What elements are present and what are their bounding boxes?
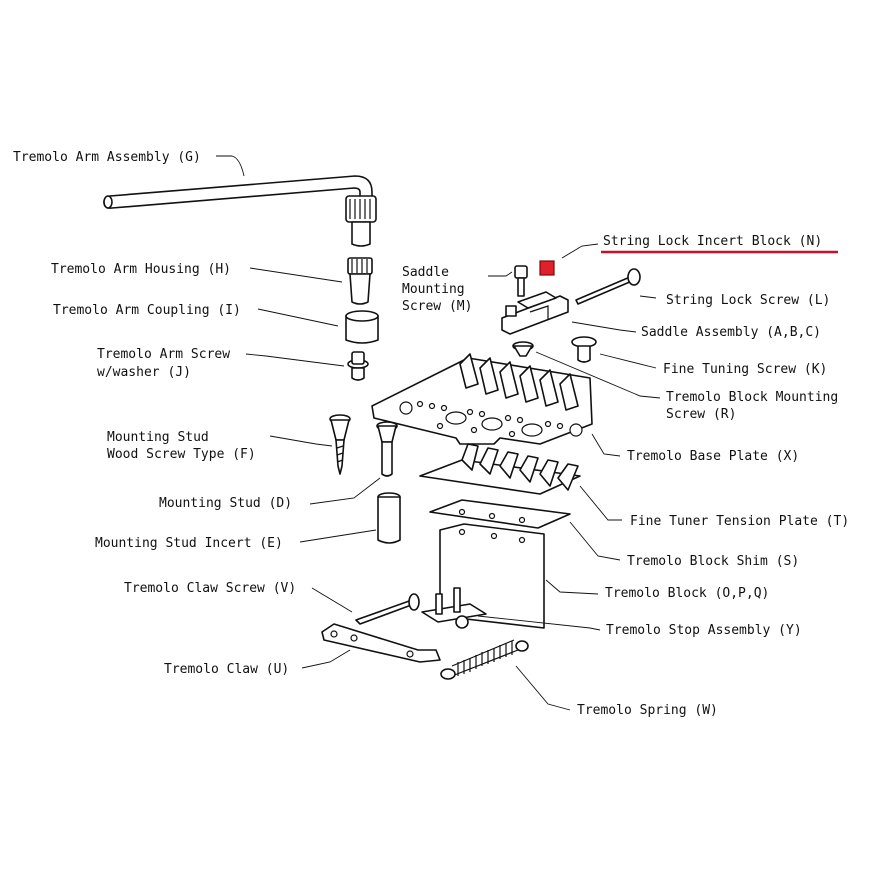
label-tremolo-block-mounting-screw-line2: Screw (R) [666, 407, 736, 422]
label-string-lock-incert-block: String Lock Incert Block (N) [603, 234, 822, 249]
label-mounting-stud-wood-screw-line1: Mounting Stud [107, 430, 209, 445]
tremolo-block-mounting-screw [512, 341, 534, 357]
mounting-stud [376, 421, 398, 477]
tremolo-block [439, 523, 545, 629]
saddle-mounting-screw [514, 265, 528, 297]
label-string-lock-screw: String Lock Screw (L) [666, 293, 830, 308]
mounting-stud-wood-screw [329, 414, 351, 475]
label-tremolo-block-shim: Tremolo Block Shim (S) [627, 554, 799, 569]
label-tremolo-arm-screw-line2: w/washer (J) [97, 365, 191, 380]
label-tremolo-claw-screw: Tremolo Claw Screw (V) [124, 581, 296, 596]
label-tremolo-spring: Tremolo Spring (W) [577, 703, 718, 718]
label-fine-tuner-tension-plate: Fine Tuner Tension Plate (T) [630, 514, 849, 529]
label-tremolo-arm-screw-line1: Tremolo Arm Screw [97, 347, 230, 362]
tremolo-claw-screw [355, 593, 420, 625]
tremolo-claw [321, 623, 441, 663]
tremolo-arm-coupling [345, 310, 379, 344]
fine-tuner-tension-plate [419, 443, 581, 495]
label-tremolo-base-plate: Tremolo Base Plate (X) [627, 449, 799, 464]
label-saddle-mounting-screw-line2: Mounting [402, 282, 465, 297]
label-saddle-assembly: Saddle Assembly (A,B,C) [641, 325, 821, 340]
label-tremolo-block: Tremolo Block (O,P,Q) [605, 586, 769, 601]
label-tremolo-arm-housing: Tremolo Arm Housing (H) [51, 262, 231, 277]
leader-lines [216, 155, 661, 711]
label-fine-tuning-screw: Fine Tuning Screw (K) [663, 362, 827, 377]
label-mounting-stud-wood-screw-line2: Wood Screw Type (F) [107, 447, 256, 462]
tremolo-spring [440, 639, 529, 680]
tremolo-stop-assembly [421, 587, 487, 629]
label-tremolo-block-mounting-screw-line1: Tremolo Block Mounting [666, 390, 838, 405]
label-saddle-mounting-screw-line3: Screw (M) [402, 299, 472, 314]
label-tremolo-arm-coupling: Tremolo Arm Coupling (I) [53, 303, 241, 318]
label-tremolo-claw: Tremolo Claw (U) [164, 662, 289, 677]
tremolo-arm-housing [347, 257, 373, 305]
string-lock-screw [575, 268, 641, 305]
label-saddle-mounting-screw-line1: Saddle [402, 265, 449, 280]
part-labels: Tremolo Arm Assembly (G) Tremolo Arm Hou… [13, 150, 849, 718]
tremolo-base-plate [371, 353, 593, 445]
tremolo-arm-screw [347, 351, 369, 381]
label-tremolo-arm-assembly: Tremolo Arm Assembly (G) [13, 150, 201, 165]
label-mounting-stud: Mounting Stud (D) [159, 496, 292, 511]
tremolo-block-shim [429, 499, 571, 529]
tremolo-arm [103, 175, 377, 247]
fine-tuning-screw [571, 336, 597, 363]
mounting-stud-incert [377, 492, 401, 544]
label-tremolo-stop-assembly: Tremolo Stop Assembly (Y) [606, 623, 802, 638]
label-mounting-stud-incert: Mounting Stud Incert (E) [95, 536, 283, 551]
saddle-assembly [501, 291, 569, 335]
string-lock-incert-block [539, 260, 555, 276]
